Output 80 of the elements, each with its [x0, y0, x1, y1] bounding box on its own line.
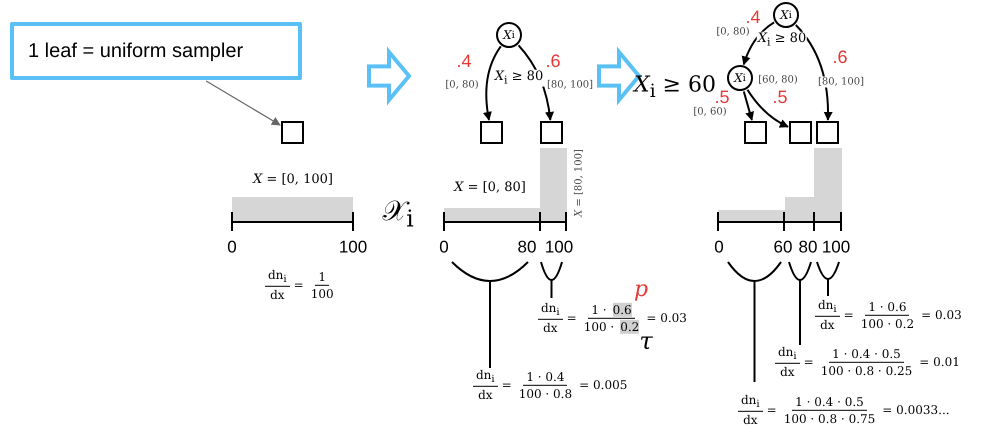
denominator: dx	[820, 318, 835, 332]
denominator: 100 ·	[584, 320, 614, 334]
formula-text: = 0.005	[579, 378, 628, 392]
denominator: 0.2	[620, 320, 640, 334]
edge-label: .5	[772, 88, 788, 108]
denominator: dx	[270, 288, 285, 302]
tick-label: 0	[714, 238, 724, 258]
tick-label: 100	[338, 238, 368, 258]
denominator: 100 · 0.8	[518, 386, 572, 400]
interval-label: [80, 100]	[817, 76, 865, 88]
denominator: 100 · 0.8 · 0.75	[784, 412, 876, 426]
numerator: dn$_{i}$	[818, 298, 837, 316]
formula-text: =	[502, 378, 512, 392]
denominator: dx	[780, 365, 795, 380]
denominator: 100 · 0.2	[860, 316, 914, 330]
numerator: dn$_{i}$	[476, 368, 495, 386]
edge-label: .6	[832, 48, 848, 68]
range-label: X = [0, 80]	[453, 180, 527, 196]
tick-label: 80	[518, 238, 536, 258]
numerator: 1 · 0.4 · 0.5	[795, 394, 864, 408]
formula-text: = 0.03	[646, 311, 687, 325]
leaf-box	[789, 121, 812, 144]
edge-label: .4	[456, 52, 472, 72]
numerator: dn$_{i}$	[268, 268, 287, 286]
numerator: dn$_{i}$	[541, 300, 560, 318]
interval-label: [0, 80)	[715, 26, 751, 38]
range-label: X = [0, 100]	[252, 172, 334, 188]
leader-line	[206, 80, 281, 126]
formula-text: =	[804, 355, 814, 369]
denominator: 100 · 0.8 · 0.25	[820, 364, 912, 378]
edge-label: .5	[714, 88, 730, 108]
variable-label: p	[634, 278, 648, 302]
leaf-box	[281, 121, 304, 144]
split-condition: X$_{i}$ ≥ 80	[494, 70, 544, 86]
formula-text: =	[294, 278, 304, 292]
variable-label: τ	[639, 328, 653, 354]
tick-label: 100	[544, 238, 574, 258]
interval-label: [60, 80)	[757, 74, 799, 86]
numerator: 1 · 0.4	[526, 370, 564, 384]
arrow	[742, 22, 775, 66]
tick-label: 0	[227, 238, 237, 258]
numerator: 1 · 0.4 · 0.5	[832, 346, 901, 360]
arrow	[742, 91, 754, 121]
range-label: X = [80, 100]	[574, 149, 584, 217]
formula-text: = 0.01	[919, 355, 960, 369]
callout-box: 1 leaf = uniform sampler	[10, 22, 302, 80]
numerator: 1 · 0.6	[868, 300, 906, 314]
split-condition: X$_{i}$ ≥ 60	[634, 74, 716, 102]
formula-text: =	[566, 311, 577, 325]
tick-label: 0	[439, 238, 449, 258]
denominator: dx	[743, 413, 758, 428]
numerator: dn$_{i}$	[778, 344, 797, 362]
split-condition: X$_{i}$ ≥ 80	[756, 32, 808, 48]
formula-text: = 0.03	[921, 308, 962, 322]
numerator: 1	[318, 270, 326, 284]
interval-label: [0, 60)	[692, 106, 728, 118]
formula-text: =	[844, 308, 854, 322]
leaf-box	[816, 121, 839, 144]
leaf-box	[480, 121, 503, 144]
formula-text: = 0.0033...	[882, 403, 950, 417]
denominator: 100	[310, 286, 334, 300]
leaf-box	[744, 121, 767, 144]
leaf-box	[540, 121, 563, 144]
interval-label: [0, 80)	[444, 80, 480, 90]
edge-label: .6	[546, 52, 560, 72]
numerator: 1 ·	[591, 302, 607, 316]
arrow	[746, 89, 789, 128]
tick-label: 80	[798, 238, 818, 258]
tick-label: 100	[822, 238, 850, 258]
interval-label: [80, 100]	[546, 80, 594, 90]
numerator: 0.6	[612, 302, 632, 316]
edge-label: .4	[746, 8, 760, 28]
axis-symbol: 𝒳$_{i}$	[382, 196, 414, 232]
numerator: dn$_{i}$	[741, 392, 760, 410]
denominator: dx	[478, 388, 493, 402]
tick-label: 60	[774, 238, 792, 258]
arrow	[483, 46, 502, 121]
arrow	[795, 24, 832, 121]
formula-text: =	[766, 403, 777, 417]
denominator: dx	[543, 321, 558, 336]
